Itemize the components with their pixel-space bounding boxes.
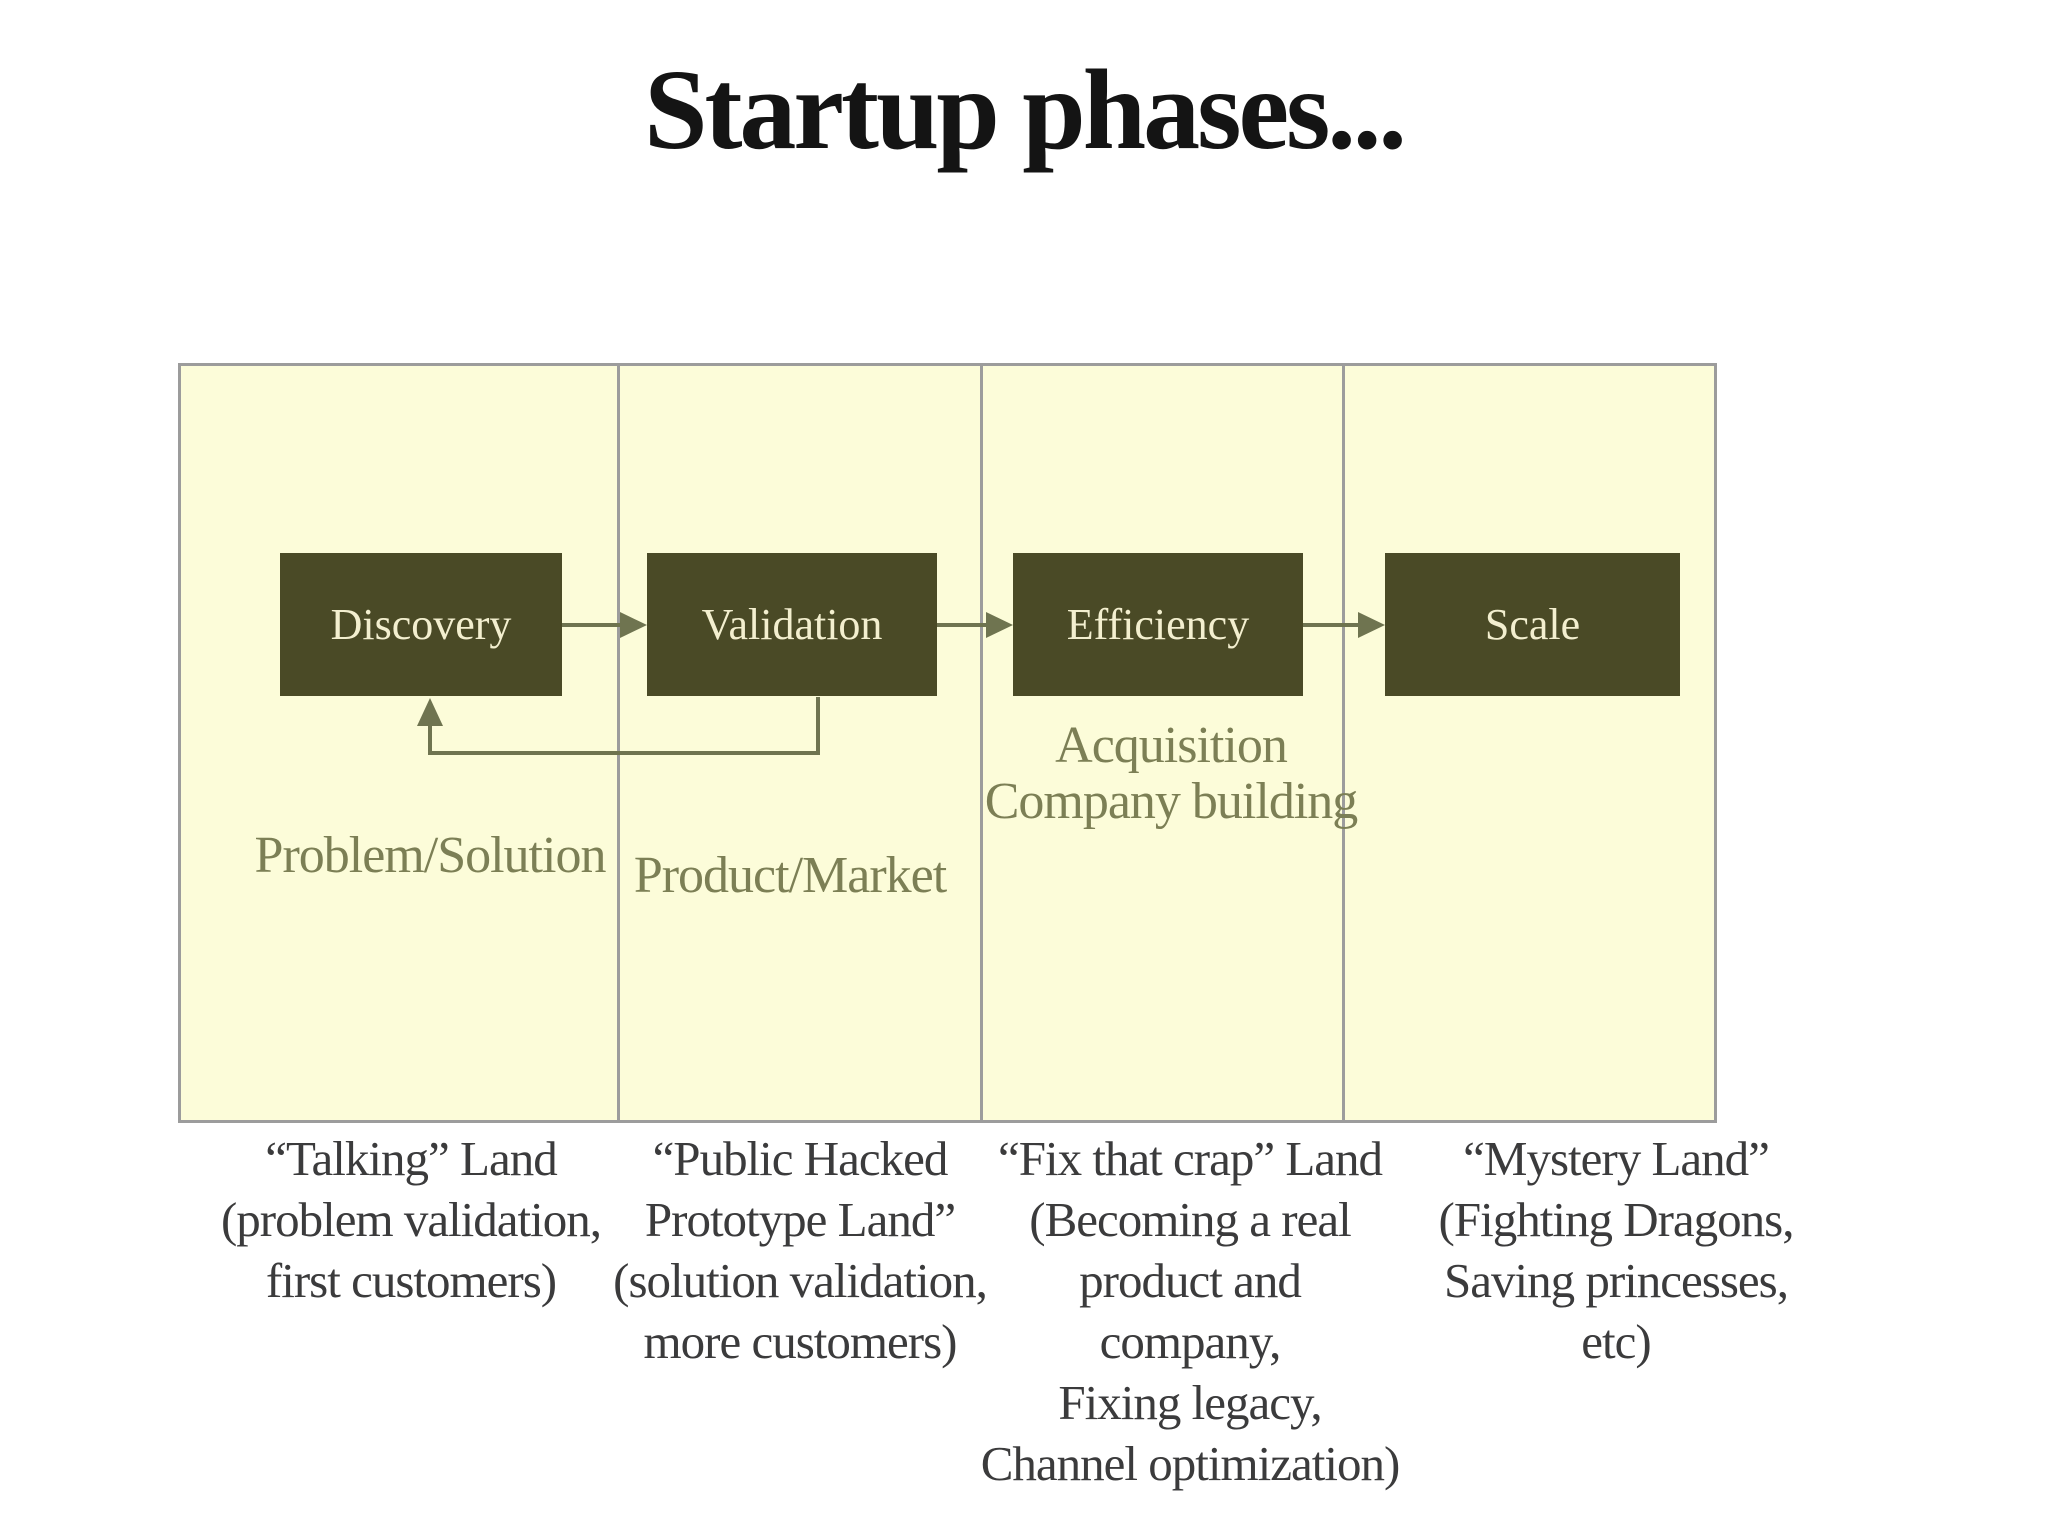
land-line: etc) <box>1581 1314 1651 1369</box>
land-line: “Fix that crap” Land <box>997 1131 1383 1186</box>
arrowhead-right-icon <box>1358 612 1385 638</box>
phase-box-scale: Scale <box>1385 553 1680 696</box>
land-line: first customers) <box>265 1253 557 1308</box>
feedback-arrow-validation-to-discovery <box>428 697 820 755</box>
panel-divider <box>1342 366 1345 1120</box>
phase-label: Efficiency <box>1066 600 1250 649</box>
page-title: Startup phases... <box>644 46 1407 173</box>
land-description-fix-that-crap: “Fix that crap” Land (Becoming a real pr… <box>940 1128 1440 1494</box>
stage-label-product-market: Product/Market <box>633 847 947 904</box>
land-line: more customers) <box>643 1314 958 1369</box>
arrowhead-up-icon <box>417 698 443 726</box>
arrowhead-right-icon <box>620 612 647 638</box>
land-line: (solution validation, <box>613 1253 988 1308</box>
land-line: (problem validation, <box>220 1192 602 1247</box>
land-line: (Fighting Dragons, <box>1438 1192 1795 1247</box>
land-description-talking: “Talking” Land (problem validation, firs… <box>161 1128 661 1311</box>
stage-label-company-building: Company building <box>984 773 1359 830</box>
land-line: company, <box>1099 1314 1282 1369</box>
phase-label: Scale <box>1484 600 1581 649</box>
land-line: Channel optimization) <box>980 1436 1401 1491</box>
stage-label-acquisition-company-building: Acquisition Company building <box>921 718 1421 830</box>
land-line: Prototype Land” <box>644 1192 956 1247</box>
panel-divider <box>980 366 983 1120</box>
panel-divider <box>617 366 620 1120</box>
land-line: “Mystery Land” <box>1463 1131 1770 1186</box>
phase-panels-group <box>178 363 1717 1123</box>
stage-label-problem-solution: Problem/Solution <box>254 827 607 884</box>
stage-label-acquisition: Acquisition <box>1055 717 1288 774</box>
phase-box-validation: Validation <box>647 553 937 696</box>
land-line: product and <box>1079 1253 1302 1308</box>
phase-label: Validation <box>701 600 883 649</box>
land-line: Fixing legacy, <box>1058 1375 1322 1430</box>
land-line: Saving princesses, <box>1444 1253 1789 1308</box>
phase-box-efficiency: Efficiency <box>1013 553 1303 696</box>
phase-label: Discovery <box>330 600 512 649</box>
land-line: (Becoming a real <box>1029 1192 1351 1247</box>
phase-box-discovery: Discovery <box>280 553 562 696</box>
land-line: “Talking” Land <box>265 1131 557 1186</box>
land-description-public-hacked-prototype: “Public Hacked Prototype Land” (solution… <box>550 1128 1050 1372</box>
land-description-mystery: “Mystery Land” (Fighting Dragons, Saving… <box>1366 1128 1866 1372</box>
land-line: “Public Hacked <box>652 1131 949 1186</box>
arrowhead-right-icon <box>986 612 1013 638</box>
